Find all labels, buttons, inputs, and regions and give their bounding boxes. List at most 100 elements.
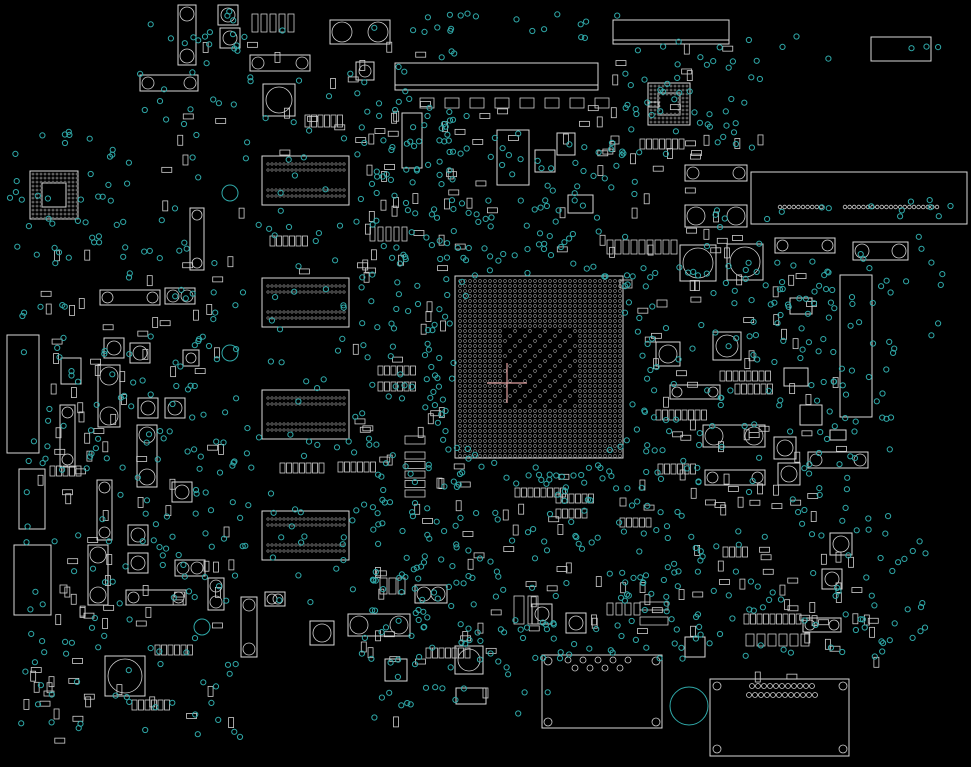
component-footprint[interactable] (684, 204, 748, 228)
component-footprint[interactable] (136, 424, 158, 488)
component-footprint[interactable] (774, 237, 836, 254)
component-footprint[interactable] (655, 341, 681, 367)
bga-ball (563, 319, 567, 323)
left-edge-connector[interactable] (6, 334, 40, 454)
component-footprint[interactable] (829, 532, 853, 556)
corner-connector[interactable] (870, 36, 932, 62)
ic-footprint[interactable] (60, 357, 82, 385)
bga-ball (573, 319, 577, 323)
component-footprint[interactable] (684, 164, 748, 182)
memory-chip[interactable] (261, 277, 350, 328)
ic-footprint[interactable] (829, 429, 847, 441)
ic-footprint[interactable] (534, 149, 556, 173)
hdmi-connector[interactable] (541, 654, 663, 729)
component-footprint[interactable] (240, 596, 258, 658)
bga-ball (613, 279, 617, 283)
bga-ball (583, 394, 587, 398)
component-footprint[interactable] (97, 364, 121, 428)
via (574, 183, 581, 190)
memory-chip[interactable] (261, 155, 350, 206)
component-footprint[interactable] (164, 397, 186, 419)
small-bga-chip-top[interactable] (647, 82, 691, 126)
memory-chip[interactable] (261, 389, 350, 440)
component-footprint[interactable] (821, 568, 843, 590)
component-footprint[interactable] (87, 544, 109, 606)
left-edge-connector[interactable] (13, 544, 52, 616)
component-footprint[interactable] (347, 613, 411, 637)
ic-footprint[interactable] (783, 367, 809, 387)
component-footprint[interactable] (139, 74, 199, 92)
bga-ball (513, 414, 517, 418)
bga-ball (578, 419, 582, 423)
top-ribbon-connector[interactable] (394, 62, 599, 91)
bga-ball (685, 104, 689, 108)
memory-chip[interactable] (261, 510, 350, 561)
component-footprint[interactable] (807, 451, 869, 469)
component-footprint[interactable] (565, 612, 587, 634)
main-bga-chip[interactable] (454, 275, 624, 459)
component-footprint[interactable] (99, 289, 161, 306)
component-footprint[interactable] (309, 620, 335, 646)
component-footprint[interactable] (777, 462, 801, 486)
ic-footprint[interactable] (556, 132, 576, 156)
component-footprint[interactable] (219, 27, 241, 49)
component-footprint[interactable] (329, 19, 391, 45)
smd-pad (612, 74, 619, 86)
component-footprint[interactable] (59, 404, 76, 468)
via (163, 545, 170, 552)
component-footprint[interactable] (726, 243, 764, 281)
bga-ball (608, 374, 612, 378)
via (578, 34, 585, 41)
memory-ball (342, 428, 346, 432)
component-footprint[interactable] (164, 287, 196, 305)
via (208, 543, 215, 550)
top-right-fpc-connector[interactable] (612, 19, 730, 45)
ic-footprint[interactable] (684, 636, 706, 658)
smd-pad (350, 461, 357, 473)
component-footprint[interactable] (104, 655, 146, 697)
ic-footprint[interactable] (799, 404, 823, 426)
component-footprint[interactable] (127, 524, 149, 546)
bga-ball (649, 96, 653, 100)
via (99, 193, 106, 200)
component-footprint[interactable] (171, 481, 193, 503)
bga-ball (493, 339, 497, 343)
ic-footprint[interactable] (401, 112, 423, 169)
component-footprint[interactable] (129, 342, 151, 364)
right-side-header[interactable] (839, 274, 873, 418)
component-footprint[interactable] (773, 436, 797, 460)
component-footprint[interactable] (669, 384, 721, 400)
ic-footprint[interactable] (455, 687, 487, 705)
component-footprint[interactable] (712, 331, 742, 361)
component-footprint[interactable] (217, 4, 239, 26)
smd-pad (54, 448, 66, 455)
memory-ball (314, 316, 318, 320)
component-footprint[interactable] (96, 479, 113, 541)
component-footprint[interactable] (127, 552, 149, 574)
ic-footprint[interactable] (496, 129, 530, 186)
component-footprint[interactable] (182, 349, 200, 367)
component-footprint[interactable] (852, 241, 909, 261)
component-footprint[interactable] (189, 207, 205, 271)
component-footprint[interactable] (262, 83, 296, 117)
small-bga-chip-left[interactable] (29, 170, 79, 220)
via (823, 435, 831, 443)
component-footprint[interactable] (454, 645, 484, 675)
right-edge-connector[interactable] (750, 171, 968, 225)
component-footprint[interactable] (125, 589, 187, 606)
component-footprint[interactable] (531, 603, 553, 625)
memory-ball (266, 422, 270, 426)
component-footprint[interactable] (174, 559, 206, 577)
left-edge-connector[interactable] (18, 468, 46, 530)
component-footprint[interactable] (704, 469, 766, 486)
memory-ball (322, 194, 326, 198)
component-footprint[interactable] (177, 4, 197, 66)
ic-footprint[interactable] (567, 194, 594, 214)
via (120, 218, 127, 225)
component-footprint[interactable] (207, 577, 225, 611)
via (810, 570, 817, 577)
via (68, 372, 75, 379)
bottom-right-connector[interactable] (709, 678, 850, 757)
component-footprint[interactable] (137, 397, 159, 419)
